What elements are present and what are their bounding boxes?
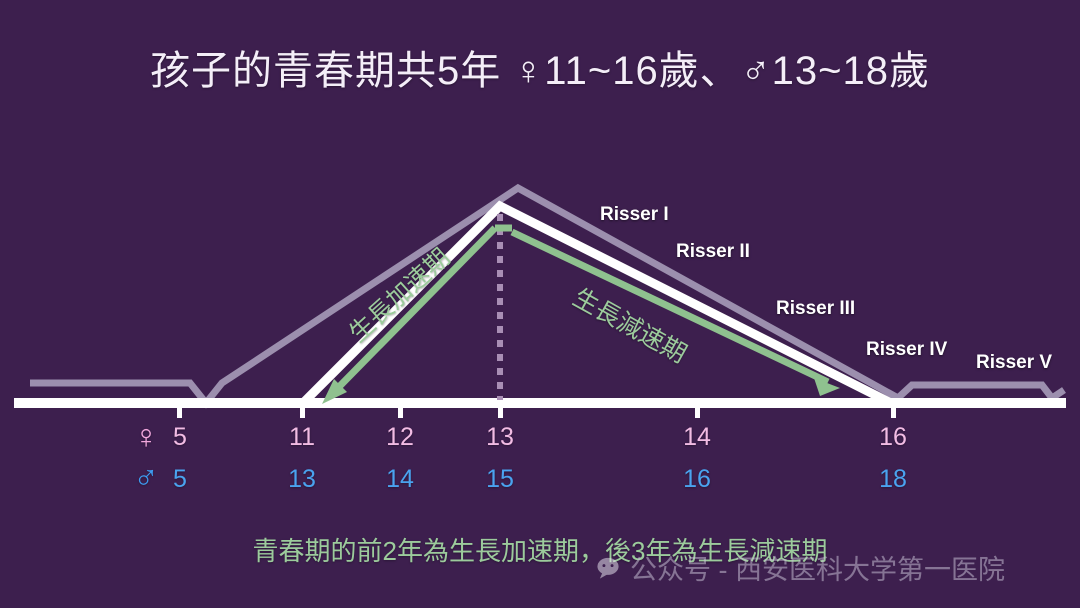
risser-purple-line — [30, 183, 1066, 409]
male-age-value: 18 — [879, 465, 907, 493]
female-age-row: 5 11 12 13 14 16 — [0, 423, 1080, 455]
risser-label-2: Risser II — [676, 241, 750, 262]
baseline-axis — [14, 398, 1066, 408]
female-age-value: 14 — [683, 423, 711, 451]
female-age-value: 5 — [173, 423, 187, 451]
summary-caption: 青春期的前2年為生長加速期，後3年為生長減速期 — [252, 536, 828, 566]
female-age-value: 12 — [386, 423, 414, 451]
growth-velocity-white-line — [298, 200, 896, 409]
risser-label-5: Risser V — [976, 352, 1053, 373]
deceleration-arrow-icon — [510, 228, 840, 396]
risser-label-1: Risser I — [600, 204, 669, 225]
female-age-value: 13 — [486, 423, 514, 451]
axis-tick-marks — [177, 406, 896, 418]
page-title: 孩子的青春期共5年 ♀11~16歲、♂13~18歲 — [149, 49, 931, 93]
male-age-value: 5 — [173, 465, 187, 493]
male-symbol-icon: ♂ — [133, 459, 159, 497]
female-age-value: 16 — [879, 423, 907, 451]
female-age-value: 11 — [289, 423, 315, 451]
male-age-value: 13 — [288, 465, 316, 493]
acceleration-arrow-icon — [322, 224, 512, 404]
risser-label-4: Risser IV — [866, 339, 948, 360]
female-symbol-icon: ♀ — [133, 418, 159, 456]
risser-label-3: Risser III — [776, 298, 856, 319]
male-age-row: 5 13 14 15 16 18 — [0, 465, 1080, 497]
male-age-value: 15 — [486, 465, 514, 493]
male-age-value: 14 — [386, 465, 414, 493]
male-age-value: 16 — [683, 465, 711, 493]
